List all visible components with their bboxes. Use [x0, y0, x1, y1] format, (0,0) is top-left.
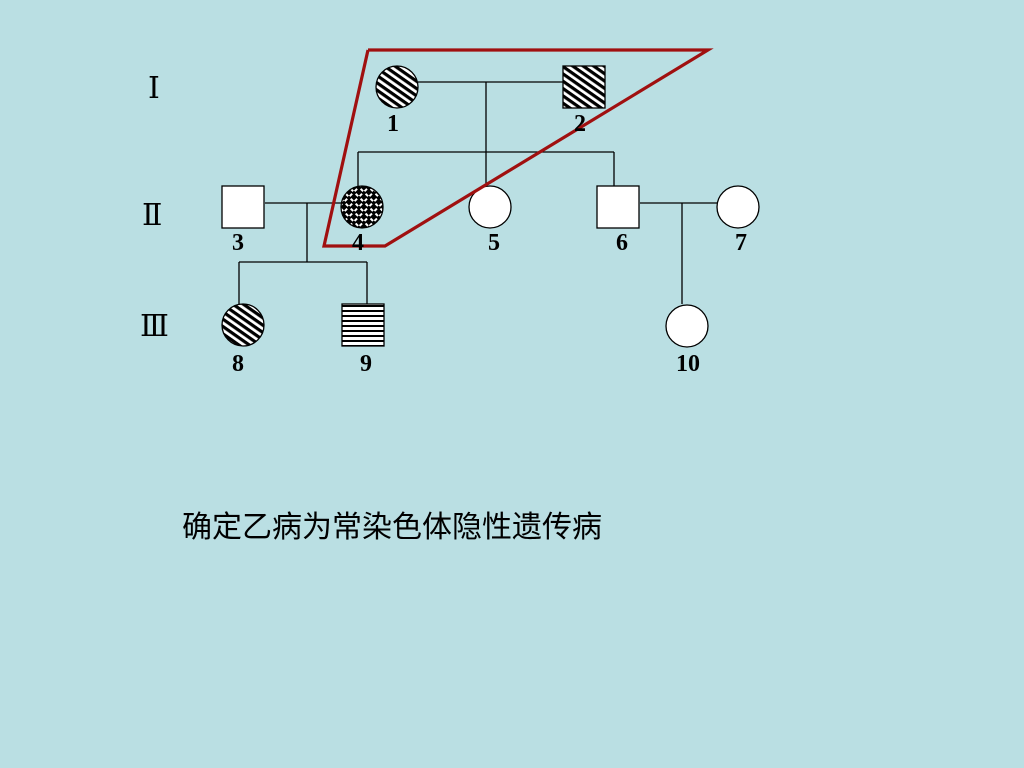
individual-label-7: 7 — [735, 230, 747, 256]
individual-5-female — [468, 185, 512, 229]
individual-label-5: 5 — [488, 230, 500, 256]
individual-4-female-affected — [340, 185, 384, 229]
individual-label-10: 10 — [676, 351, 700, 377]
generation-label-3: Ⅲ — [140, 310, 169, 343]
individual-label-3: 3 — [232, 230, 244, 256]
individual-10-female — [665, 304, 709, 348]
individual-6-male — [596, 185, 640, 229]
individual-7-female — [716, 185, 760, 229]
individual-3-male — [221, 185, 265, 229]
individual-label-8: 8 — [232, 351, 244, 377]
generation-label-1: Ⅰ — [148, 72, 160, 105]
individual-8-female-affected — [221, 303, 265, 347]
pedigree-connectors — [238, 81, 717, 304]
individual-1-female-affected — [375, 65, 419, 109]
individual-9-male-affected — [341, 303, 385, 347]
individual-label-2: 2 — [574, 111, 586, 137]
individual-label-9: 9 — [360, 351, 372, 377]
individual-label-1: 1 — [387, 111, 399, 137]
caption-text: 确定乙病为常染色体隐性遗传病 — [182, 510, 602, 545]
individual-label-4: 4 — [352, 230, 364, 256]
highlight-outline — [322, 48, 714, 248]
individual-label-6: 6 — [616, 230, 628, 256]
individual-2-male-affected — [562, 65, 606, 109]
generation-label-2: Ⅱ — [142, 199, 162, 232]
pedigree-individuals — [221, 65, 760, 348]
